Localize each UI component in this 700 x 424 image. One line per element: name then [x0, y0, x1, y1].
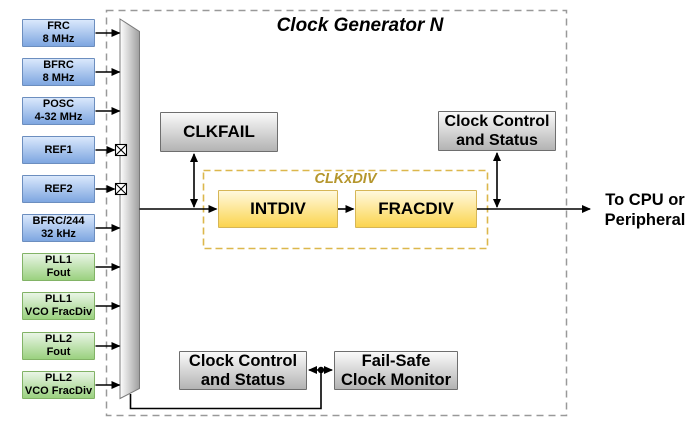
source-box-frc: FRC 8 MHz: [22, 19, 95, 47]
source-box-pll1-vco: PLL1 VCO FracDiv: [22, 292, 95, 320]
intdiv-block: INTDIV: [218, 190, 338, 228]
fracdiv-block: FRACDIV: [355, 190, 477, 228]
source-box-posc: POSC 4-32 MHz: [22, 97, 95, 125]
clock-source-mux-shape: [119, 18, 140, 400]
clock-control-status-bottom-block: Clock Control and Status: [179, 351, 307, 390]
clkxdiv-group-label: CLKxDIV: [314, 171, 377, 187]
output-destination-label: To CPU or Peripheral: [604, 191, 686, 229]
source-box-pll2-fout: PLL2 Fout: [22, 332, 95, 360]
ref1-crossed-switch-icon: [114, 143, 128, 157]
diagram-title: Clock Generator N: [276, 15, 444, 36]
ref2-crossed-switch-icon: [114, 182, 128, 196]
source-box-bfrc-244: BFRC/244 32 kHz: [22, 214, 95, 242]
source-box-ref1: REF1: [22, 136, 95, 164]
junction-dot: [317, 366, 325, 374]
source-box-ref2: REF2: [22, 175, 95, 203]
clkfail-block: CLKFAIL: [160, 112, 278, 152]
clock-control-status-top-block: Clock Control and Status: [438, 111, 556, 151]
fail-safe-clock-monitor-block: Fail-Safe Clock Monitor: [334, 351, 458, 390]
source-box-pll2-vco: PLL2 VCO FracDiv: [22, 371, 95, 399]
source-box-bfrc: BFRC 8 MHz: [22, 58, 95, 86]
source-box-pll1-fout: PLL1 Fout: [22, 253, 95, 281]
